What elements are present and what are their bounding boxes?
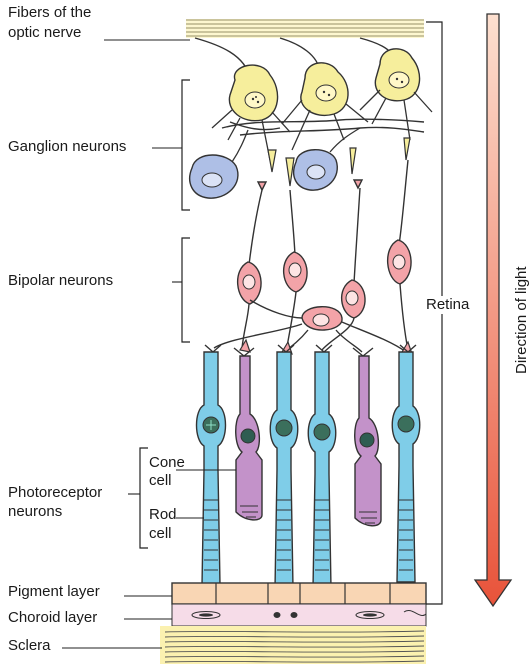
direction-of-light-arrow <box>475 14 511 606</box>
photoreceptor-label-line1: Photoreceptor <box>8 484 102 502</box>
blue-ganglion-cell-2 <box>294 128 360 190</box>
cone-cell-1 <box>197 345 226 585</box>
rod-label-line1: Rod <box>149 506 177 524</box>
blue-ganglion-cell-1 <box>190 130 248 198</box>
ganglion-label: Ganglion neurons <box>8 138 126 156</box>
choroid-label: Choroid layer <box>8 609 97 627</box>
fibers-label-line2: optic nerve <box>8 24 81 42</box>
pigment-layer <box>172 583 426 604</box>
choroid-layer <box>172 604 426 626</box>
fibers-label-line1: Fibers of the <box>8 4 91 22</box>
rod-cell-2 <box>353 348 381 526</box>
bipolar-bracket <box>182 238 190 342</box>
cone-cell-4 <box>392 345 420 582</box>
photoreceptor-bracket <box>140 448 148 548</box>
cone-label-line1: Cone <box>149 454 185 472</box>
optic-nerve-fibers <box>186 19 424 38</box>
sclera-label: Sclera <box>8 637 51 655</box>
ganglion-axons <box>195 38 395 78</box>
retina-label: Retina <box>424 296 471 314</box>
ganglion-dendrite-network <box>222 119 424 135</box>
cone-label-line2: cell <box>149 472 172 490</box>
bipolar-neuron-1 <box>238 262 261 304</box>
ganglion-neuron-3 <box>360 49 432 140</box>
ganglion-neuron-2 <box>282 63 368 150</box>
cone-cell-3 <box>308 345 336 588</box>
pigment-label: Pigment layer <box>8 583 100 601</box>
ganglion-bracket <box>182 80 190 210</box>
cone-cell-2 <box>270 345 298 588</box>
bipolar-neuron-3 <box>342 280 365 318</box>
bipolar-label: Bipolar neurons <box>8 272 113 290</box>
rod-label-line2: cell <box>149 525 172 543</box>
bipolar-neuron-2 <box>284 252 307 292</box>
photoreceptor-label-line2: neurons <box>8 503 62 521</box>
horizontal-cell <box>302 307 342 330</box>
bipolar-neuron-4 <box>388 240 411 284</box>
direction-of-light-label: Direction of light <box>513 266 530 374</box>
ganglion-dendrite-stubs <box>268 138 410 186</box>
ganglion-neuron-1 <box>212 65 290 160</box>
sclera-layer <box>160 626 426 664</box>
rod-cell-1 <box>234 348 262 520</box>
